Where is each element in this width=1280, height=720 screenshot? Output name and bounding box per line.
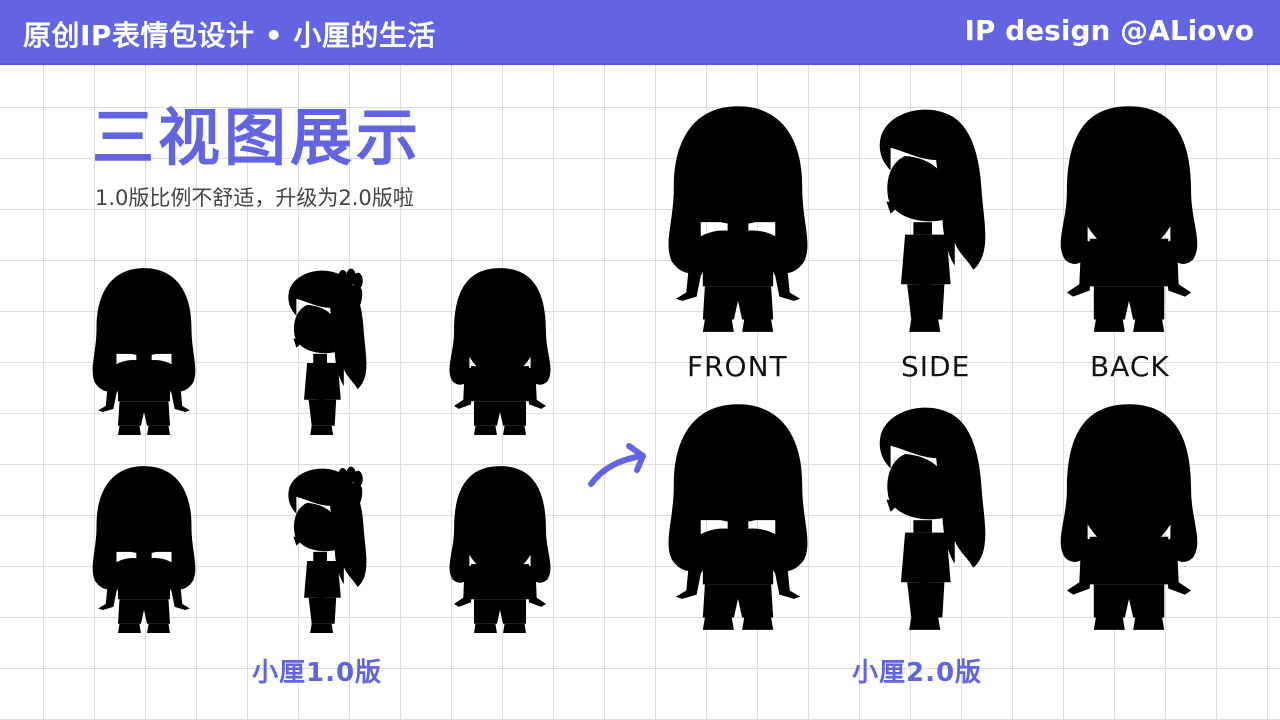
v1-side-color (262, 460, 392, 636)
v1-side-lineart (262, 262, 392, 438)
v1-front-lineart (74, 262, 214, 438)
v2-front-color (664, 396, 812, 634)
v1-back-color (430, 460, 570, 636)
grid-background (0, 65, 1280, 720)
v2-side-color (858, 396, 1006, 634)
curved-arrow-icon (585, 440, 651, 490)
version-label-v1: 小厘1.0版 (252, 658, 383, 688)
v2-side-lineart (858, 98, 1006, 336)
page-subtitle: 1.0版比例不舒适，升级为2.0版啦 (95, 186, 414, 210)
v1-front-color (74, 460, 214, 636)
header-title: 原创IP表情包设计 • 小厘的生活 (23, 19, 436, 52)
header-credit: IP design @ALiovo (964, 14, 1254, 47)
label-back: BACK (1090, 350, 1170, 383)
v1-back-lineart (430, 262, 570, 438)
v2-back-lineart (1055, 98, 1203, 336)
label-front: FRONT (687, 350, 788, 383)
header-bar: 原创IP表情包设计 • 小厘的生活 IP design @ALiovo (0, 0, 1280, 65)
label-side: SIDE (901, 350, 971, 383)
v2-back-color (1055, 396, 1203, 634)
version-label-v2: 小厘2.0版 (852, 658, 983, 688)
page-title: 三视图展示 (92, 101, 423, 174)
v2-front-lineart (664, 98, 812, 336)
